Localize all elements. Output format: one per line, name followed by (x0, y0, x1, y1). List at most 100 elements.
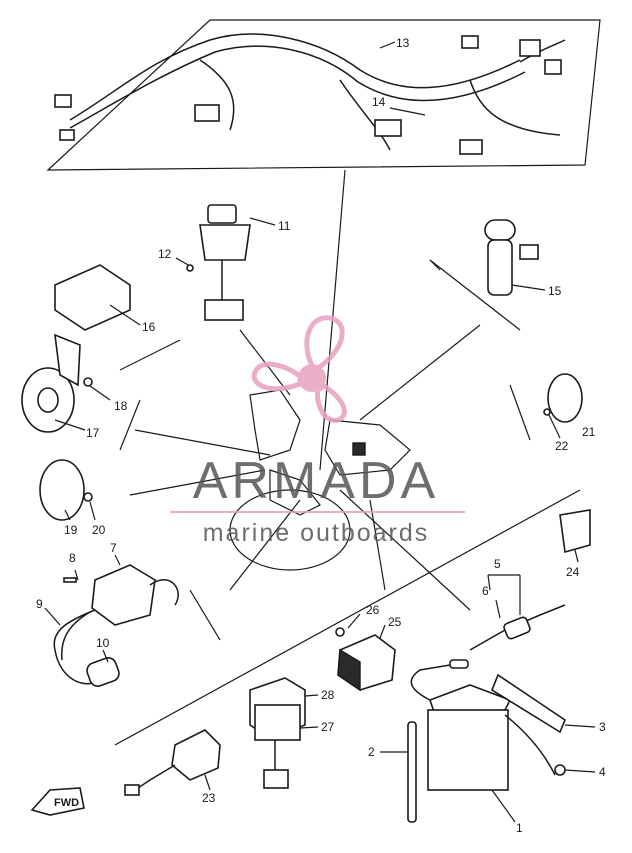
switch-connector (204, 299, 244, 321)
fuse-box (503, 616, 531, 640)
leader-lines (114, 169, 581, 746)
callout-26: 26 (366, 603, 380, 617)
watermark-brand: ARMADA (193, 452, 439, 510)
frame-piece (324, 419, 411, 476)
unit-connector (263, 769, 289, 789)
callout-18: 18 (114, 399, 128, 413)
leader-25 (379, 624, 386, 639)
leader-18 (89, 385, 111, 401)
callout-16: 16 (142, 320, 156, 334)
harness-connector (59, 129, 75, 141)
switch-head (207, 204, 237, 224)
leader-8 (74, 569, 79, 581)
wire-harness-group (46, 19, 601, 171)
regulator (335, 613, 396, 692)
propeller-blade (251, 361, 303, 392)
cover-bolt (83, 492, 93, 502)
condenser (124, 729, 221, 796)
horn-bolt (83, 377, 93, 387)
callout-4: 4 (599, 765, 606, 779)
unit-body (254, 704, 301, 741)
harness-bundle-edge (69, 45, 526, 129)
callout-2: 2 (368, 745, 375, 759)
callout-23: 23 (202, 791, 216, 805)
frame-fuse-block (352, 442, 366, 456)
leader-3 (564, 724, 596, 728)
condenser-terminal (124, 784, 140, 796)
leader-26 (347, 613, 361, 629)
main-switch (175, 204, 276, 321)
callout-10: 10 (96, 636, 110, 650)
leader-27 (299, 726, 319, 729)
callout-11: 11 (278, 219, 291, 233)
callout-21: 21 (582, 425, 596, 439)
leader-19 (64, 509, 71, 521)
leader-9 (44, 607, 61, 626)
plug-lead (53, 609, 101, 685)
coil-screw (63, 577, 77, 583)
leader-20 (89, 501, 96, 521)
coil-lead (149, 578, 179, 606)
leader-28 (304, 694, 319, 697)
cover-disc (39, 459, 85, 521)
harness-connector (519, 39, 541, 57)
battery-strap (407, 721, 417, 823)
callout-1: 1 (516, 821, 523, 835)
leader-16 (109, 304, 141, 326)
leader-line (429, 259, 521, 331)
leader-1 (491, 789, 516, 823)
callout-19: 19 (64, 523, 78, 537)
harness-branch-c (469, 79, 561, 136)
switch-body (199, 224, 251, 261)
callout-6: 6 (482, 584, 489, 598)
battery-terminal (449, 659, 469, 669)
callout-14: 14 (372, 95, 386, 109)
leader-line (129, 469, 266, 496)
callout-25: 25 (388, 615, 402, 629)
rectifier-body (559, 509, 591, 554)
callout-12: 12 (158, 247, 172, 261)
watermark: ARMADA marine outboards (170, 315, 465, 547)
plug-lead-edge (60, 611, 91, 661)
leader-5a (487, 574, 491, 591)
relay (54, 264, 141, 331)
battery-band (491, 673, 566, 734)
leader-24 (574, 549, 579, 563)
battery-vent (504, 714, 556, 776)
harness-main-bundle (69, 33, 521, 121)
harness-panel-outline (46, 19, 601, 171)
battery-assembly (380, 659, 596, 823)
regulator-fins (337, 648, 361, 692)
propeller-blade (315, 382, 347, 423)
fwd-arrow-icon (30, 787, 85, 816)
fwd-label: FWD (54, 797, 79, 809)
leader-line (119, 339, 181, 371)
horn-center (37, 387, 59, 413)
fuse-cap (484, 219, 516, 241)
frame-piece (269, 469, 321, 516)
harness-connector (374, 119, 402, 137)
leader-17 (54, 419, 86, 431)
leader-22 (548, 414, 561, 439)
plug-cap (86, 657, 120, 687)
harness-branch-b (339, 79, 391, 151)
leader-11 (249, 217, 276, 226)
leader-line (119, 399, 141, 451)
callout-3: 3 (599, 720, 606, 734)
leader-15 (511, 284, 546, 291)
leader-line (134, 429, 271, 456)
callout-28: 28 (321, 688, 335, 702)
harness-branch-d (519, 39, 566, 63)
battery-cable (410, 664, 451, 701)
callout-20: 20 (92, 523, 106, 537)
callout-22: 22 (555, 439, 569, 453)
harness-connector (194, 104, 220, 122)
leader-10 (102, 649, 109, 663)
horn-bracket (54, 333, 81, 387)
leader-line (114, 489, 581, 746)
harness-connector (461, 35, 479, 49)
fuse-body (487, 239, 513, 296)
fwd-marker: FWD (30, 787, 85, 816)
fuse-holder (484, 219, 546, 296)
callout-7: 7 (110, 541, 117, 555)
